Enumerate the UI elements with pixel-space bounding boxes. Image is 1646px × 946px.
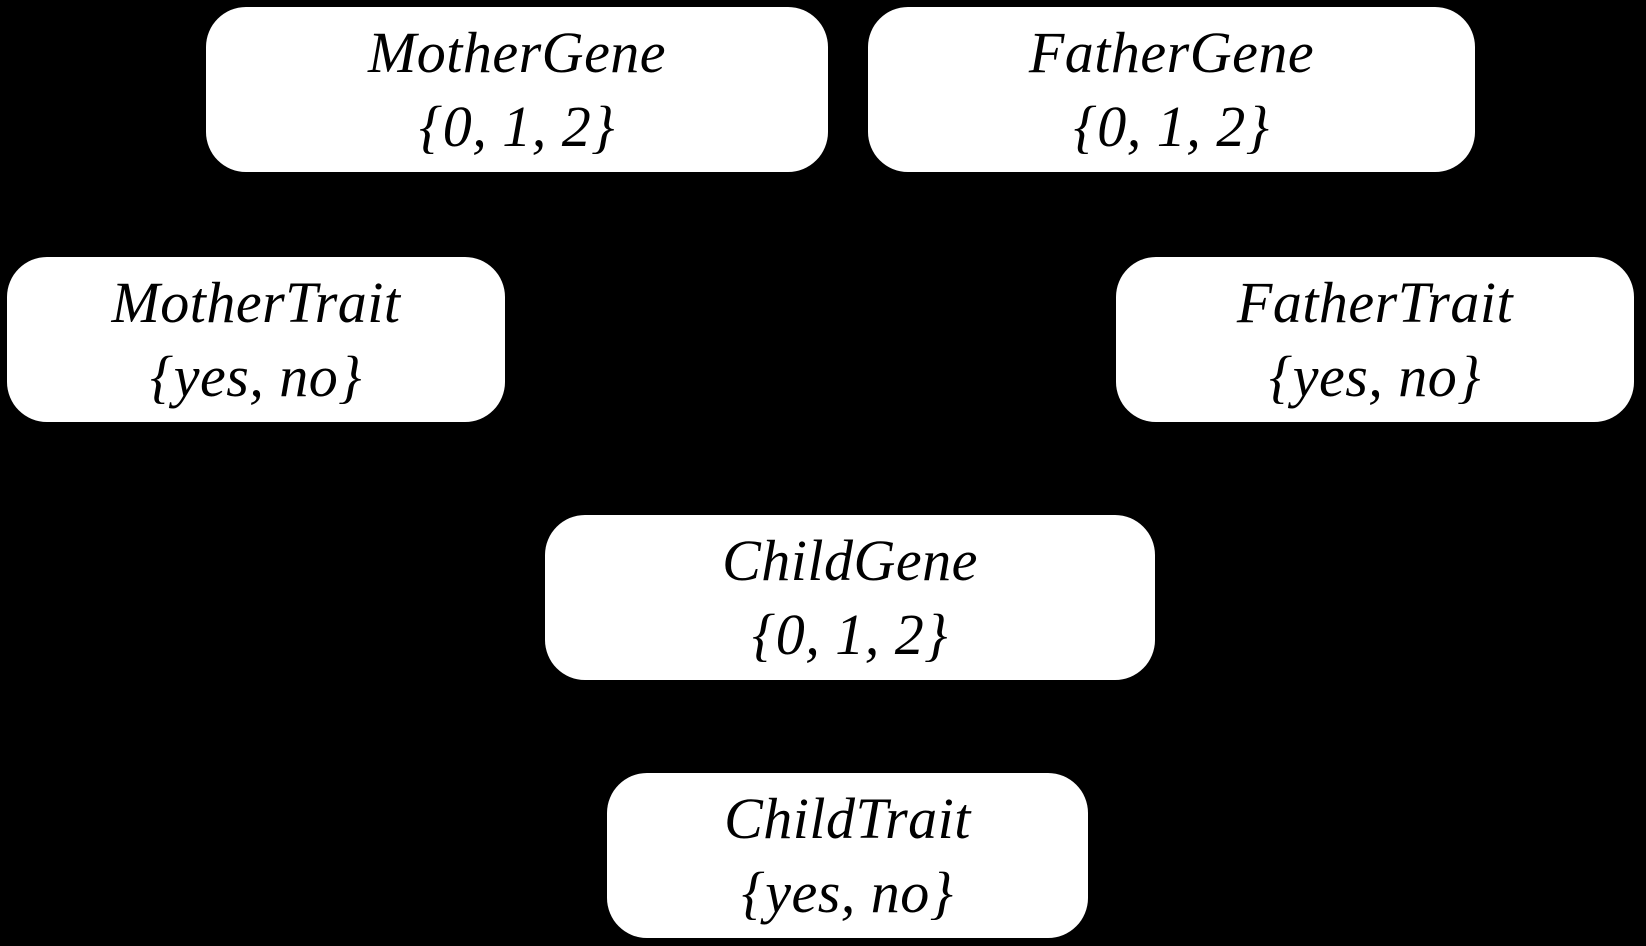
node-mother-trait-values: {yes, no}	[150, 343, 362, 409]
node-child-trait-label: ChildTrait	[724, 786, 971, 852]
node-father-trait: FatherTrait {yes, no}	[1116, 257, 1634, 422]
node-child-trait-values: {yes, no}	[741, 859, 954, 925]
node-child-gene-label: ChildGene	[722, 528, 978, 594]
node-father-gene: FatherGene {0, 1, 2}	[868, 7, 1475, 172]
node-father-trait-label: FatherTrait	[1236, 270, 1514, 336]
node-mother-trait: MotherTrait {yes, no}	[7, 257, 505, 422]
node-mother-gene-values: {0, 1, 2}	[419, 93, 615, 159]
node-mother-gene-label: MotherGene	[367, 20, 667, 86]
node-father-gene-label: FatherGene	[1028, 20, 1315, 86]
node-child-trait: ChildTrait {yes, no}	[607, 773, 1088, 938]
node-mother-gene: MotherGene {0, 1, 2}	[206, 7, 828, 172]
node-child-gene-values: {0, 1, 2}	[752, 601, 948, 667]
node-father-gene-values: {0, 1, 2}	[1073, 93, 1270, 159]
node-mother-trait-label: MotherTrait	[111, 270, 401, 336]
node-child-gene: ChildGene {0, 1, 2}	[545, 515, 1155, 680]
node-father-trait-values: {yes, no}	[1269, 343, 1481, 409]
